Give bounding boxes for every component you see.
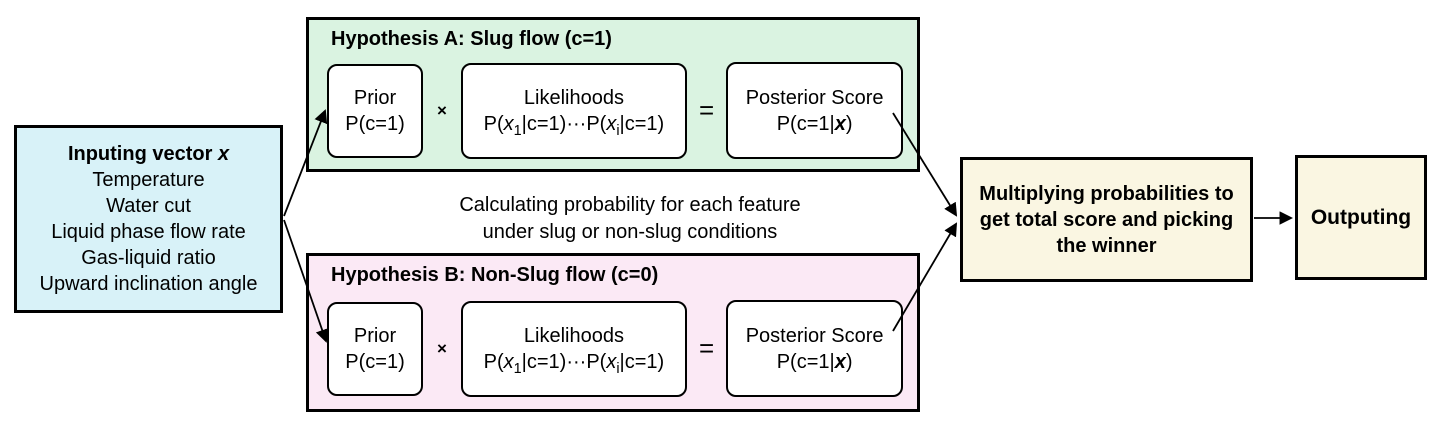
input-item-temperature: Temperature bbox=[92, 169, 205, 191]
prior-formula: P(c=1) bbox=[345, 112, 405, 135]
formula-seg: P( bbox=[483, 350, 504, 373]
multiply-and-pick-winner-box: Multiplying probabilities to get total s… bbox=[960, 157, 1253, 282]
input-title-text: Inputing vector bbox=[67, 143, 218, 165]
posterior-label: Posterior Score bbox=[745, 86, 884, 109]
formula-seg: P( bbox=[586, 112, 607, 135]
formula-seg: ) bbox=[845, 112, 853, 135]
formula-var: x bbox=[503, 112, 514, 135]
formula-sub: 1 bbox=[513, 122, 522, 139]
hypothesis-b-posterior-box: Posterior Score P(c=1|x) bbox=[726, 300, 904, 397]
likelihood-formula: P(x1|c=1)···P(xi|c=1) bbox=[463, 349, 685, 377]
formula-seg: P( bbox=[483, 112, 504, 135]
formula-var: x bbox=[834, 350, 846, 373]
posterior-label: Posterior Score bbox=[745, 324, 884, 347]
hypothesis-b-box: Hypothesis B: Non-Slug flow (c=0) Prior … bbox=[306, 253, 920, 412]
equals-operator: = bbox=[698, 333, 715, 363]
result-box-label: Multiplying probabilities to get total s… bbox=[979, 182, 1234, 257]
formula-var: x bbox=[834, 112, 846, 135]
hypothesis-a-title: Hypothesis A: Slug flow (c=1) bbox=[331, 28, 612, 50]
hypothesis-b-prior-box: Prior P(c=1) bbox=[327, 301, 423, 396]
formula-var: x bbox=[606, 112, 617, 135]
formula-sub: i bbox=[616, 360, 620, 377]
formula-seg: |c=1) bbox=[619, 112, 665, 135]
hypothesis-b-row: Prior P(c=1) × Likelihoods P(x1|c=1)···P… bbox=[327, 300, 907, 397]
formula-sub: i bbox=[616, 122, 620, 139]
formula-seg: P(c=1| bbox=[776, 350, 835, 373]
input-item-liquid-flow-rate: Liquid phase flow rate bbox=[51, 221, 246, 243]
multiply-operator: × bbox=[437, 100, 447, 120]
formula-seg: |c=1) bbox=[619, 350, 665, 373]
output-box: Outputing bbox=[1295, 155, 1427, 280]
output-box-label: Outputing bbox=[1310, 205, 1412, 229]
hypothesis-a-prior-box: Prior P(c=1) bbox=[327, 63, 423, 158]
hypothesis-a-box: Hypothesis A: Slug flow (c=1) Prior P(c=… bbox=[306, 17, 920, 172]
formula-dots: ··· bbox=[566, 350, 587, 373]
input-item-inclination-angle: Upward inclination angle bbox=[39, 273, 258, 295]
posterior-formula: P(c=1|x) bbox=[728, 111, 901, 137]
prior-label: Prior bbox=[353, 86, 397, 109]
formula-var: x bbox=[606, 350, 617, 373]
input-vector-box: Inputing vector x Temperature Water cut … bbox=[14, 125, 283, 313]
formula-seg: |c=1) bbox=[521, 112, 567, 135]
middle-annotation-line1: Calculating probability for each feature bbox=[459, 194, 801, 216]
posterior-formula: P(c=1|x) bbox=[728, 349, 901, 375]
formula-sub: 1 bbox=[513, 360, 522, 377]
formula-var: x bbox=[503, 350, 514, 373]
multiply-operator: × bbox=[437, 338, 447, 358]
hypothesis-b-likelihood-box: Likelihoods P(x1|c=1)···P(xi|c=1) bbox=[460, 300, 687, 397]
formula-seg: |c=1) bbox=[521, 350, 567, 373]
middle-annotation-line2: under slug or non-slug conditions bbox=[482, 221, 778, 243]
formula-seg: ) bbox=[845, 350, 853, 373]
hypothesis-a-likelihood-box: Likelihoods P(x1|c=1)···P(xi|c=1) bbox=[460, 62, 687, 159]
likelihood-label: Likelihoods bbox=[523, 324, 624, 347]
input-title-variable: x bbox=[217, 143, 230, 165]
likelihood-label: Likelihoods bbox=[523, 86, 624, 109]
equals-operator: = bbox=[698, 95, 715, 125]
hypothesis-a-posterior-box: Posterior Score P(c=1|x) bbox=[726, 62, 904, 159]
formula-seg: P( bbox=[586, 350, 607, 373]
hypothesis-a-row: Prior P(c=1) × Likelihoods P(x1|c=1)···P… bbox=[327, 62, 907, 159]
formula-seg: P(c=1| bbox=[776, 112, 835, 135]
input-item-gas-liquid-ratio: Gas-liquid ratio bbox=[81, 247, 216, 269]
prior-formula: P(c=1) bbox=[345, 350, 405, 373]
input-item-water-cut: Water cut bbox=[106, 195, 191, 217]
likelihood-formula: P(x1|c=1)···P(xi|c=1) bbox=[463, 111, 685, 139]
hypothesis-b-title: Hypothesis B: Non-Slug flow (c=0) bbox=[331, 264, 659, 286]
input-box-title: Inputing vector x bbox=[17, 141, 280, 167]
prior-label: Prior bbox=[353, 324, 397, 347]
formula-dots: ··· bbox=[566, 112, 587, 135]
middle-annotation: Calculating probability for each feature… bbox=[405, 192, 855, 246]
